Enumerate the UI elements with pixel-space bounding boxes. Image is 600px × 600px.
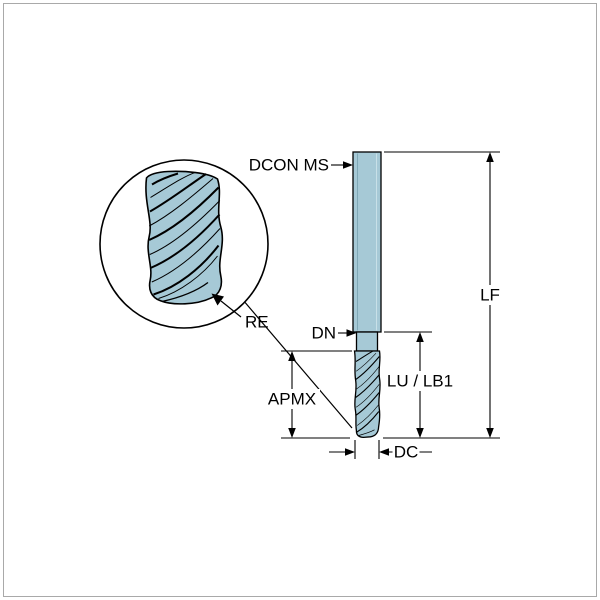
flute-line xyxy=(149,200,221,255)
flute-line xyxy=(158,255,218,299)
flute-line xyxy=(355,411,380,433)
arrow-left-icon xyxy=(379,448,389,456)
label-dcon-ms: DCON MS xyxy=(249,156,329,175)
re-leader-line xyxy=(220,300,242,318)
label-dn: DN xyxy=(311,324,336,343)
flute-line xyxy=(150,213,221,269)
flute-line xyxy=(355,350,373,362)
flute-line xyxy=(355,392,380,416)
label-re: RE xyxy=(245,313,269,332)
arrow-down-icon xyxy=(288,428,296,438)
arrow-right-icon xyxy=(343,161,353,169)
label-dc: DC xyxy=(394,443,419,462)
page-border xyxy=(3,3,597,597)
detail-leader-line xyxy=(242,299,353,429)
flute-line xyxy=(355,384,380,408)
tool xyxy=(352,151,382,439)
flute-line xyxy=(148,186,220,241)
label-bg xyxy=(392,442,420,462)
flute-line xyxy=(355,374,380,398)
label-bg xyxy=(264,389,320,409)
arrow-up-icon xyxy=(486,152,494,162)
re-arrow xyxy=(211,293,224,306)
flute-line xyxy=(357,429,375,437)
detail-flute-texture xyxy=(148,171,221,303)
arrow-down-icon xyxy=(486,428,494,438)
label-lu-lb1: LU / LB1 xyxy=(387,372,453,391)
label-bg xyxy=(477,285,503,305)
arrow-right-icon xyxy=(345,448,355,456)
flute-line xyxy=(153,244,220,296)
flute-line xyxy=(151,172,179,186)
arrow-up-icon xyxy=(288,351,296,361)
flute-line xyxy=(355,356,380,380)
flute-line xyxy=(357,404,379,426)
flute-line xyxy=(356,366,380,390)
detail-view: RE xyxy=(99,159,269,332)
flute-line xyxy=(161,281,209,303)
arrow-right-icon xyxy=(346,329,357,337)
flute-line xyxy=(148,178,214,227)
label-lf: LF xyxy=(480,286,500,305)
flute-line xyxy=(149,173,207,213)
flute-texture xyxy=(355,350,380,437)
flute-line xyxy=(356,352,377,372)
arrow-up-icon xyxy=(416,332,424,342)
arrow-down-icon xyxy=(416,428,424,438)
flute-body xyxy=(353,350,381,439)
label-bg xyxy=(383,371,457,391)
dimensions: LF LU / LB1 APMX DC DCON MS DN xyxy=(249,151,503,462)
neck xyxy=(355,331,379,352)
flute-line xyxy=(150,171,196,198)
flute-line xyxy=(151,228,221,283)
label-apmx: APMX xyxy=(268,390,316,409)
